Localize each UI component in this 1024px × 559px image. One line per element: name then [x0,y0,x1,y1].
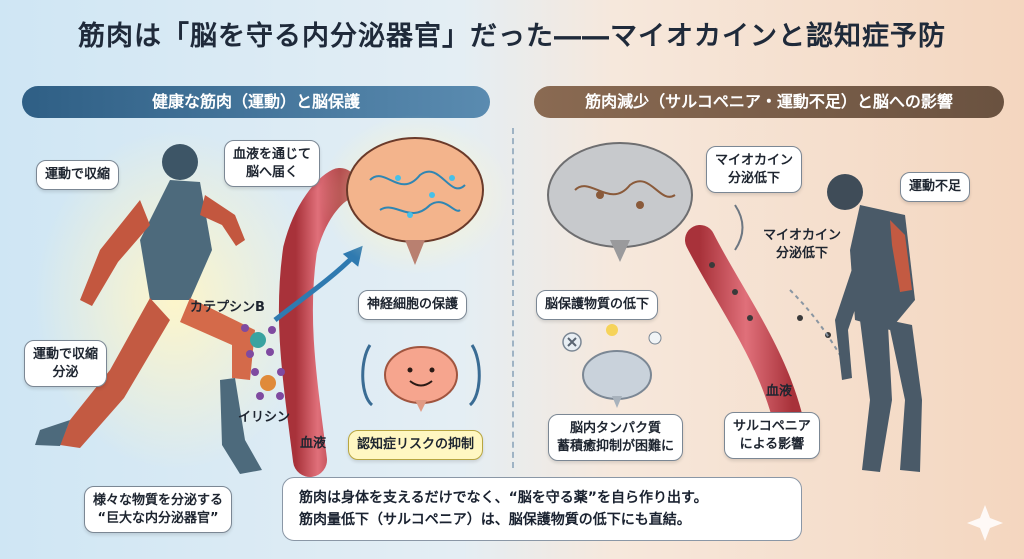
flow-arrow [273,253,357,322]
runner-figure [35,130,315,474]
lightbulb-icon [606,324,662,345]
label-dementia: 認知症リスクの抑制 [348,430,484,460]
label-protect-low: 脳保護物質の低下 [536,290,659,320]
brain-icon [320,115,510,275]
label-inactivity: 運動不足 [900,172,971,202]
page-title: 筋肉は「脳を守る内分泌器官」だった――マイオカインと認知症予防 [78,21,946,52]
label-blood-to-brain: 血液を通じて脳へ届く [224,140,321,188]
label-endocrine-organ: 様々な物質を分泌する“巨大な内分泌器官” [84,486,233,534]
label-myokine-low-1: マイオカイン分泌低下 [706,146,803,194]
small-brain-icon [562,332,652,408]
sad-brain-icon [547,142,693,262]
label-blood-left: 血液 [300,436,327,451]
blood-vessel-right [685,225,807,455]
happy-brain-icon [361,344,481,412]
label-contract: 運動で収縮 [36,160,120,190]
sparkle-icon [967,505,1003,541]
label-blood-right: 血液 [766,384,793,399]
label-sarcopenia: サルコペニアによる影響 [724,412,820,460]
label-irisin: イリシン [238,410,291,425]
label-myokine-low-2: マイオカイン分泌低下 [763,228,842,261]
label-neuro-protect: 神経細胞の保護 [358,290,468,320]
label-protein: 脳内タンパク質蓄積癒抑制が困難に [548,414,684,462]
right-section-header: 筋肉減少（サルコペニア・運動不足）と脳への影響 [534,86,1004,118]
label-cathepsin: カテプシンB [190,300,265,315]
summary-line-1: 筋肉は身体を支えるだけでなく、“脳を守る薬”を自ら作り出す。 [299,490,708,506]
center-divider [512,128,514,468]
molecule-icon [241,324,285,400]
summary-box: 筋肉は身体を支えるだけでなく、“脳を守る薬”を自ら作り出す。 筋肉量低下（サルコ… [282,477,802,541]
left-section-header: 健康な筋肉（運動）と脳保護 [22,86,490,118]
stooped-figure [827,174,922,472]
label-contract-secrete: 運動で収縮分泌 [24,340,108,388]
summary-line-2: 筋肉量低下（サルコペニア）は、脳保護物質の低下にも直結。 [299,512,691,529]
